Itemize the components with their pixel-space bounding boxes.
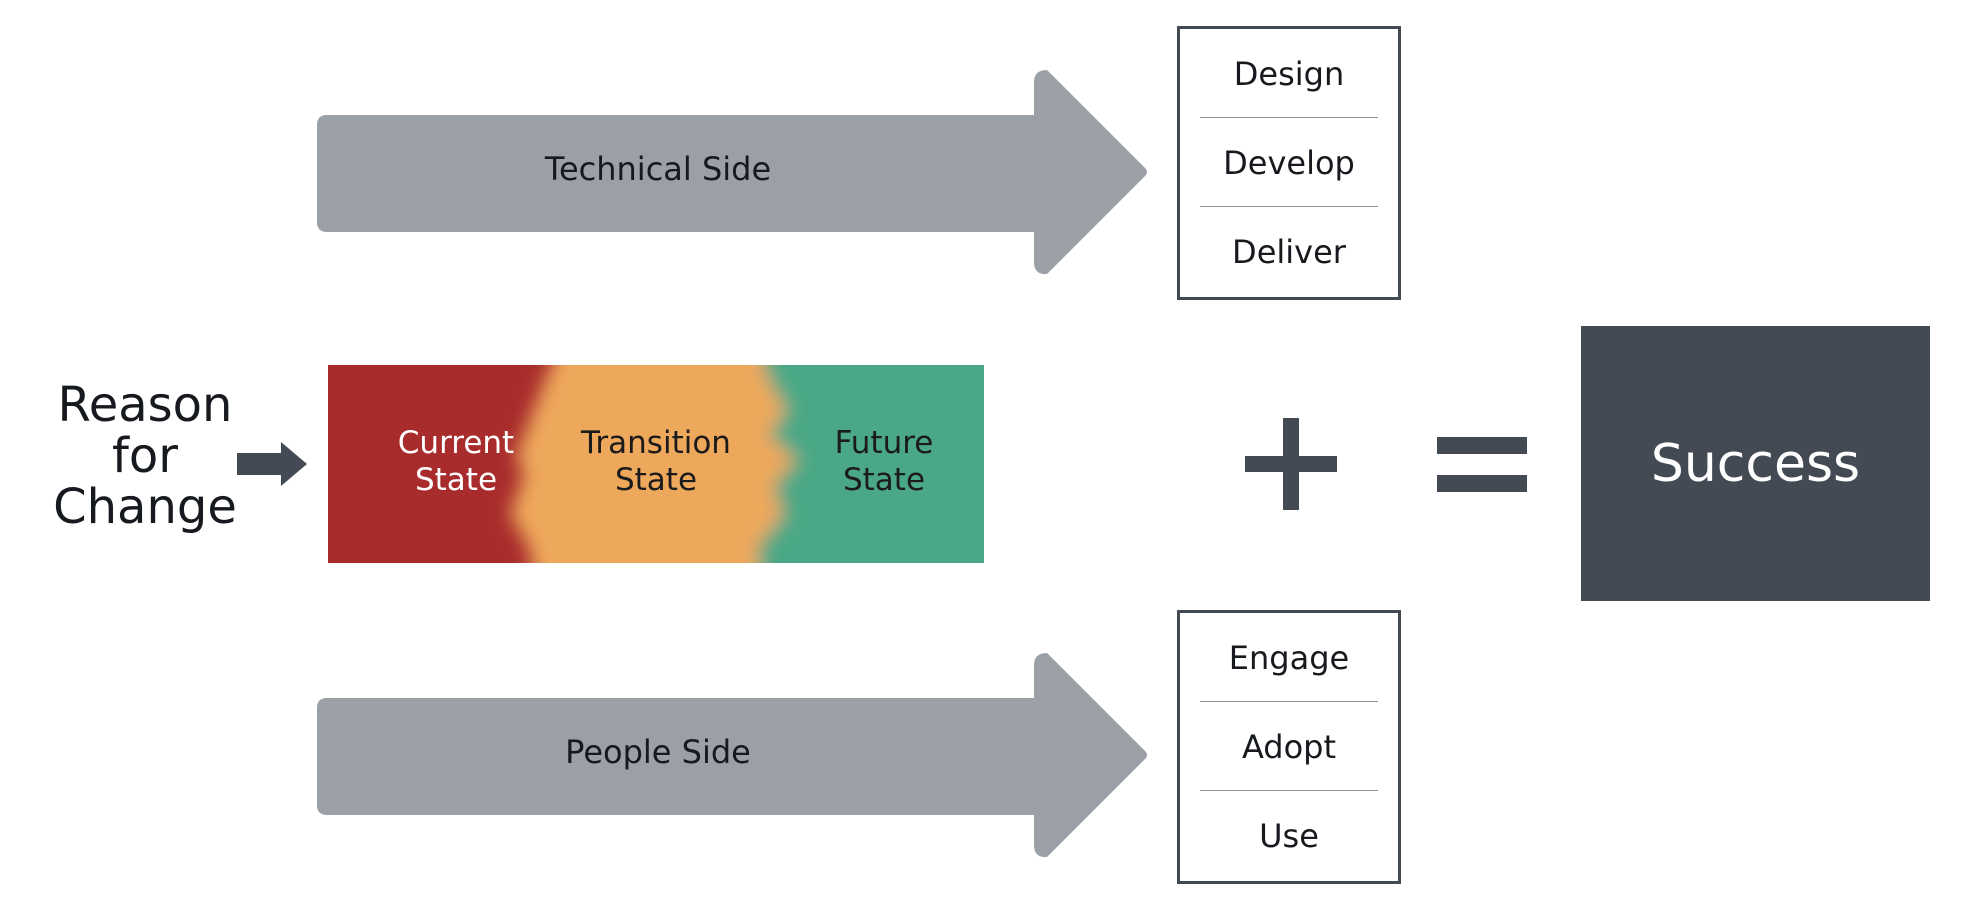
plus-horizontal-bar bbox=[1245, 456, 1337, 472]
equals-bottom-bar bbox=[1437, 475, 1527, 492]
transition-state-label: Transition State bbox=[556, 425, 756, 499]
future-state-line-2: State bbox=[842, 462, 926, 498]
future-state-line-1: Future bbox=[834, 425, 934, 461]
reason-line-2: for bbox=[112, 428, 178, 484]
state-spectrum: Current State Transition State Future St… bbox=[328, 365, 984, 563]
current-state-line-1: Current bbox=[397, 425, 515, 461]
people-side-label: People Side bbox=[565, 733, 751, 771]
technical-side-label: Technical Side bbox=[544, 150, 772, 188]
step-use: Use bbox=[1259, 816, 1319, 855]
step-engage: Engage bbox=[1180, 613, 1398, 702]
current-state-line-2: State bbox=[414, 462, 498, 498]
step-design: Design bbox=[1180, 29, 1398, 118]
success-box: Success bbox=[1581, 326, 1930, 601]
people-side-arrow bbox=[317, 653, 1147, 858]
technical-steps-box: Design Develop Deliver bbox=[1177, 26, 1401, 300]
small-right-arrow-icon bbox=[237, 442, 307, 486]
people-steps-box: Engage Adopt Use bbox=[1177, 610, 1401, 884]
equals-operator bbox=[1437, 437, 1527, 492]
step-adopt: Adopt bbox=[1180, 702, 1398, 791]
current-state-label: Current State bbox=[356, 425, 556, 499]
transition-state-line-2: State bbox=[614, 462, 698, 498]
future-state-label: Future State bbox=[784, 425, 984, 499]
reason-for-change: Reason for Change bbox=[30, 380, 260, 533]
success-label: Success bbox=[1650, 433, 1861, 494]
step-deliver: Deliver bbox=[1232, 232, 1346, 271]
reason-line-1: Reason bbox=[57, 377, 233, 433]
plus-operator bbox=[1245, 418, 1337, 510]
reason-line-3: Change bbox=[53, 479, 237, 535]
technical-side-arrow bbox=[317, 70, 1147, 275]
state-spectrum-gradient bbox=[328, 365, 984, 563]
transition-state-line-1: Transition bbox=[581, 425, 731, 461]
equals-top-bar bbox=[1437, 437, 1527, 454]
step-develop: Develop bbox=[1180, 118, 1398, 207]
